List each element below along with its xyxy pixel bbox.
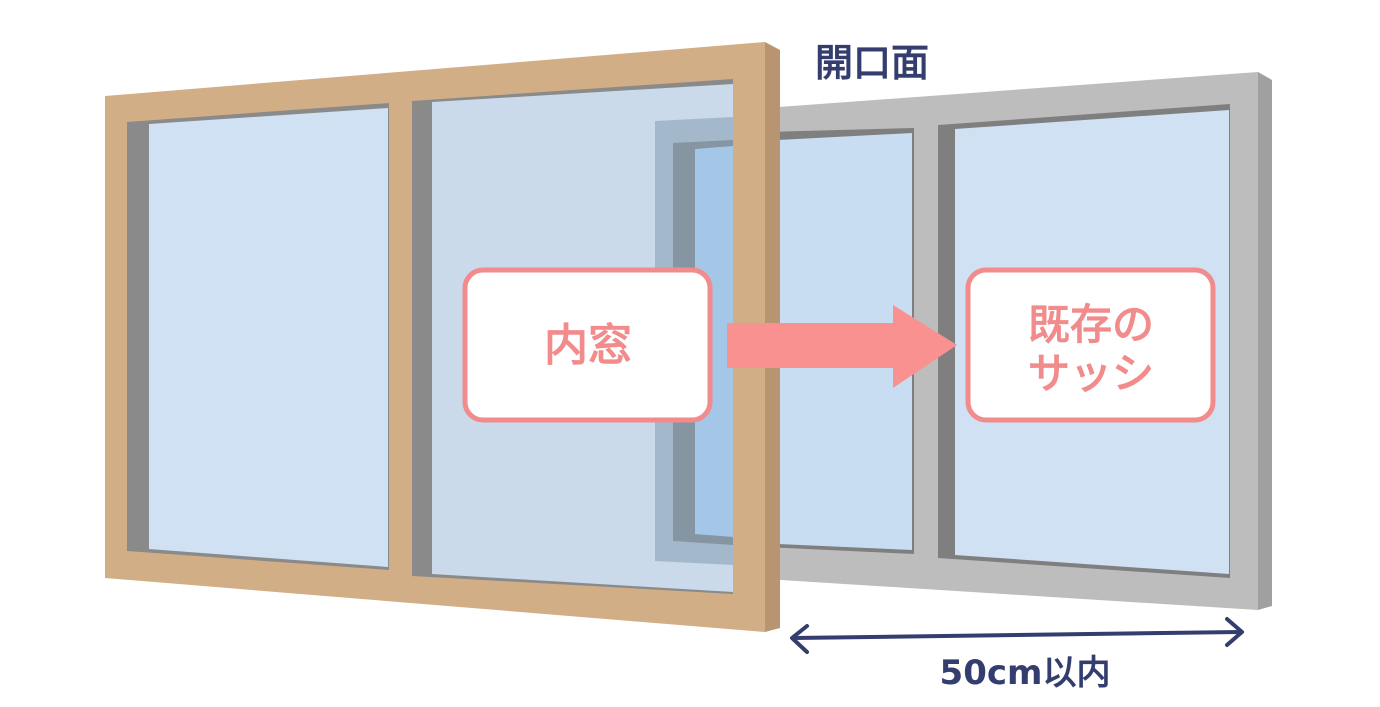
distance-label: 50cm以内 (940, 653, 1111, 693)
existing-sash-callout-box (965, 267, 1216, 423)
distance-arrowhead-right (1225, 617, 1244, 647)
inner-window-label: 内窓 (544, 320, 632, 371)
inner-window-callout: 内窓 (462, 267, 713, 423)
inner-window-callout-box (462, 267, 713, 423)
distance-line (793, 630, 1241, 640)
arrow-shape (727, 305, 957, 388)
inner-window-left-pane-glass (149, 108, 388, 567)
existing-sash-label-line1: 既存の (1028, 300, 1154, 349)
opening-face-label: 開口面 (815, 41, 929, 85)
existing-sash-callout: 既存の サッシ (965, 267, 1216, 423)
existing-sash-label-line2: サッシ (1028, 349, 1154, 398)
existing-sash-side (1258, 72, 1272, 610)
recess-glass-through-glass (695, 146, 733, 537)
distance-arrowhead-left (790, 624, 809, 654)
distance-dimension: 50cm以内 (790, 617, 1244, 693)
direction-arrow (727, 305, 957, 388)
